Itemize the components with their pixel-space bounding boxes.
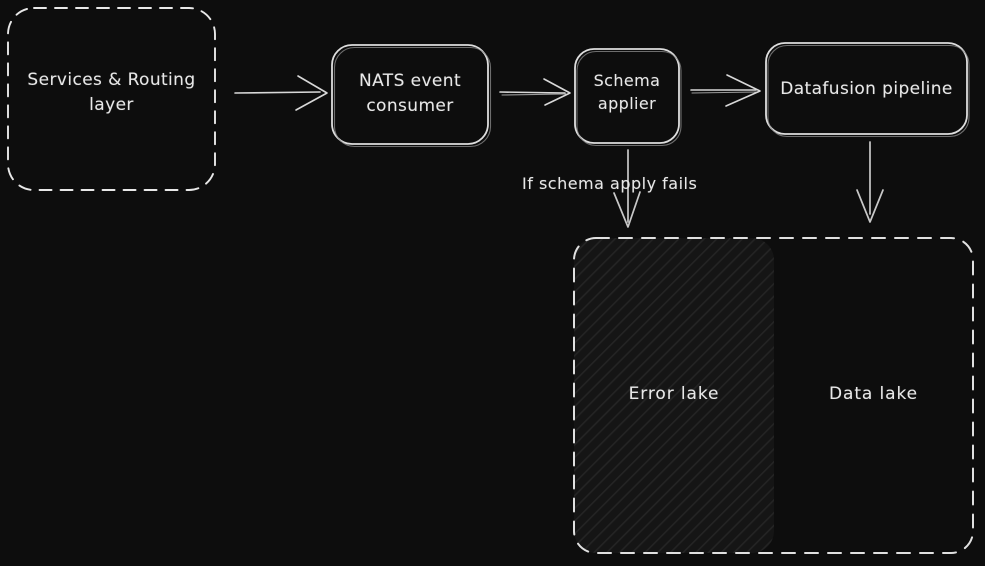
services-routing-layer-outline [7,7,216,191]
edge-label-if-schema-apply-fails: If schema apply fails [522,174,698,193]
datafusion-pipeline-outline-sketch [767,44,970,138]
schema-applier-outline [574,48,680,144]
error-lake-label: Error lake [628,384,720,404]
arrow-datafusion-to-data-lake [856,141,884,223]
lakes-container[interactable] [573,237,974,554]
data-lake-label: Data lake [829,384,918,404]
arrow-nats-to-schema [499,78,571,106]
arrow-schema-to-error-lake [613,149,641,228]
node-nats-event-consumer[interactable] [331,44,492,148]
arrow-schema-to-datafusion [690,74,761,107]
error-lake-hatch-fill [574,238,774,553]
nats-event-consumer-outline [331,44,489,145]
arrow-services-to-nats [234,75,328,111]
node-datafusion-pipeline[interactable] [765,42,970,138]
node-services-routing-layer[interactable] [7,7,216,191]
lakes-container-outline [573,237,974,554]
schema-applier-outline-sketch [576,50,682,147]
nats-event-consumer-outline-sketch [333,46,492,148]
node-schema-applier[interactable] [574,48,682,147]
datafusion-pipeline-outline [765,42,968,135]
